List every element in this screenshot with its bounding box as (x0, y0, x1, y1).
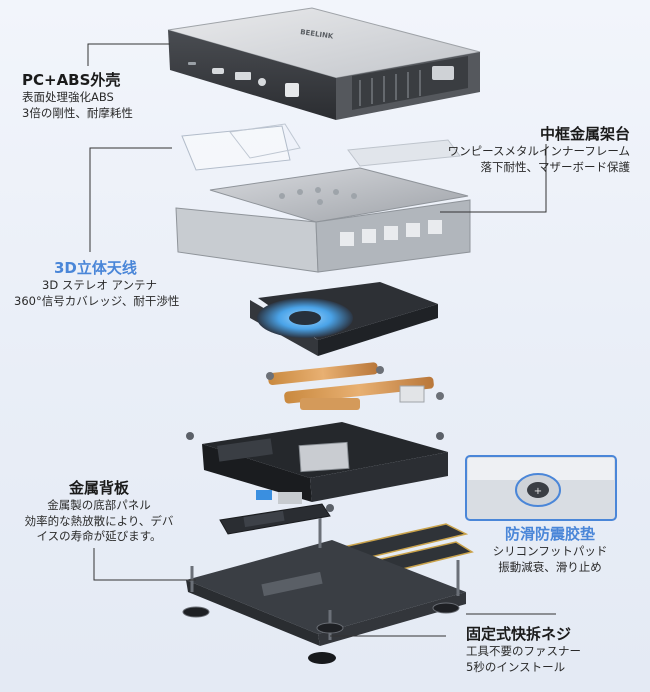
antenna-callout: 3D立体天线 3D ステレオ アンテナ 360°信号カバレッジ、耐干渉性 (14, 258, 214, 309)
damping-inset: + (465, 455, 617, 521)
backplate-desc-1: 金属製の底部パネル (47, 498, 151, 513)
shell-title: PC+ABS外壳 (22, 71, 121, 89)
power-button (285, 83, 299, 97)
screws-callout: 固定式快拆ネジ 工具不要のファスナー 5秒のインストール (466, 624, 636, 675)
backplate-desc-3: イスの寿命が延びます。 (36, 529, 162, 544)
base-plate (182, 518, 466, 664)
damping-desc-2: 振動減衰、滑り止め (498, 559, 602, 574)
damping-title: 防滑防震胶垫 (504, 525, 595, 543)
antenna-layer (181, 123, 461, 171)
backplate-desc-2: 効率的な熱放散により、デバ (24, 513, 174, 528)
frame-callout: 中框金属架台 ワンピースメタルインナーフレーム 落下耐性、マザーボード保護 (404, 124, 630, 175)
rubber-foot (308, 652, 336, 664)
indicator-led (188, 62, 196, 65)
svg-text:+: + (534, 486, 542, 497)
audio-jack (258, 78, 266, 86)
cooling-fan (250, 282, 438, 356)
frame-desc-1: ワンピースメタルインナーフレーム (447, 144, 630, 159)
damping-desc-1: シリコンフットパッド (492, 544, 608, 559)
screws-desc-2: 5秒のインストール (466, 659, 566, 674)
metal-frame (175, 167, 471, 273)
screws-title: 固定式快拆ネジ (466, 625, 572, 643)
leader-lines (87, 43, 556, 637)
screws-desc-1: 工具不要のファスナー (466, 644, 581, 659)
backplate-title: 金属背板 (68, 479, 129, 497)
frame-desc-2: 落下耐性、マザーボード保護 (480, 159, 631, 174)
shell-desc-2: 3倍の剛性、耐摩耗性 (22, 105, 133, 120)
motherboard (186, 422, 448, 512)
heat-pipes (266, 362, 444, 410)
antenna-desc-2: 360°信号カバレッジ、耐干渉性 (14, 293, 180, 308)
frame-title: 中框金属架台 (539, 125, 630, 143)
shell-callout: PC+ABS外壳 表面处理強化ABS 3倍の剛性、耐摩耗性 (22, 70, 172, 121)
usb-c-port (212, 68, 224, 74)
antenna-title: 3D立体天线 (54, 259, 137, 277)
damping-callout: 防滑防震胶垫 シリコンフットパッド 振動減衰、滑り止め (470, 524, 630, 575)
shell-case: BEELINK (167, 7, 481, 120)
shell-desc-1: 表面处理強化ABS (22, 90, 114, 105)
ssd-module (219, 503, 331, 535)
usb-a-port (235, 72, 251, 80)
backplate-callout: 金属背板 金属製の底部パネル 効率的な熱放散により、デバ イスの寿命が延びます。 (4, 478, 194, 545)
antenna-desc-1: 3D ステレオ アンテナ (42, 278, 158, 293)
